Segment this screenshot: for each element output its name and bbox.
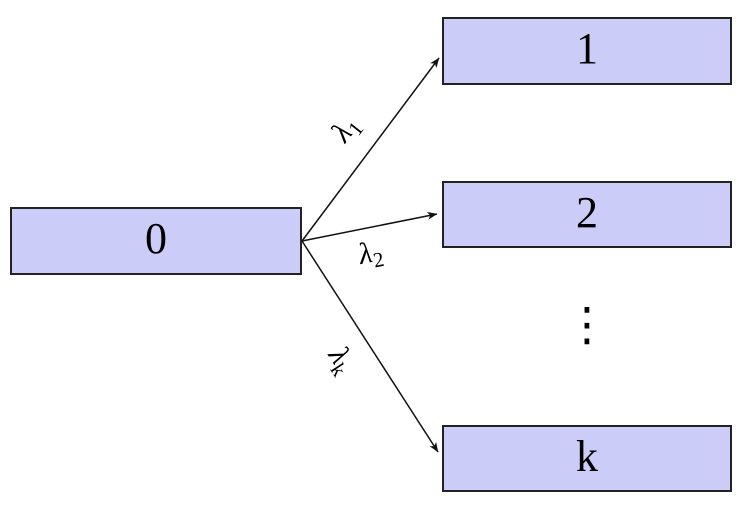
state-node-0-label: 0: [145, 214, 167, 263]
state-node-1: 1: [442, 17, 732, 85]
edge-arrow-0-to-2: [301, 212, 438, 242]
state-node-0: 0: [10, 207, 302, 275]
edge-arrow-0-to-k: [301, 240, 439, 453]
vertical-ellipsis: ⋮: [564, 297, 610, 351]
state-node-k: k: [442, 425, 732, 492]
state-node-k-label: k: [576, 431, 598, 481]
state-node-1-label: 1: [576, 24, 598, 73]
edge-arrow-0-to-1: [301, 57, 440, 242]
state-node-2-label: 2: [576, 187, 598, 237]
state-node-2: 2: [442, 181, 732, 248]
